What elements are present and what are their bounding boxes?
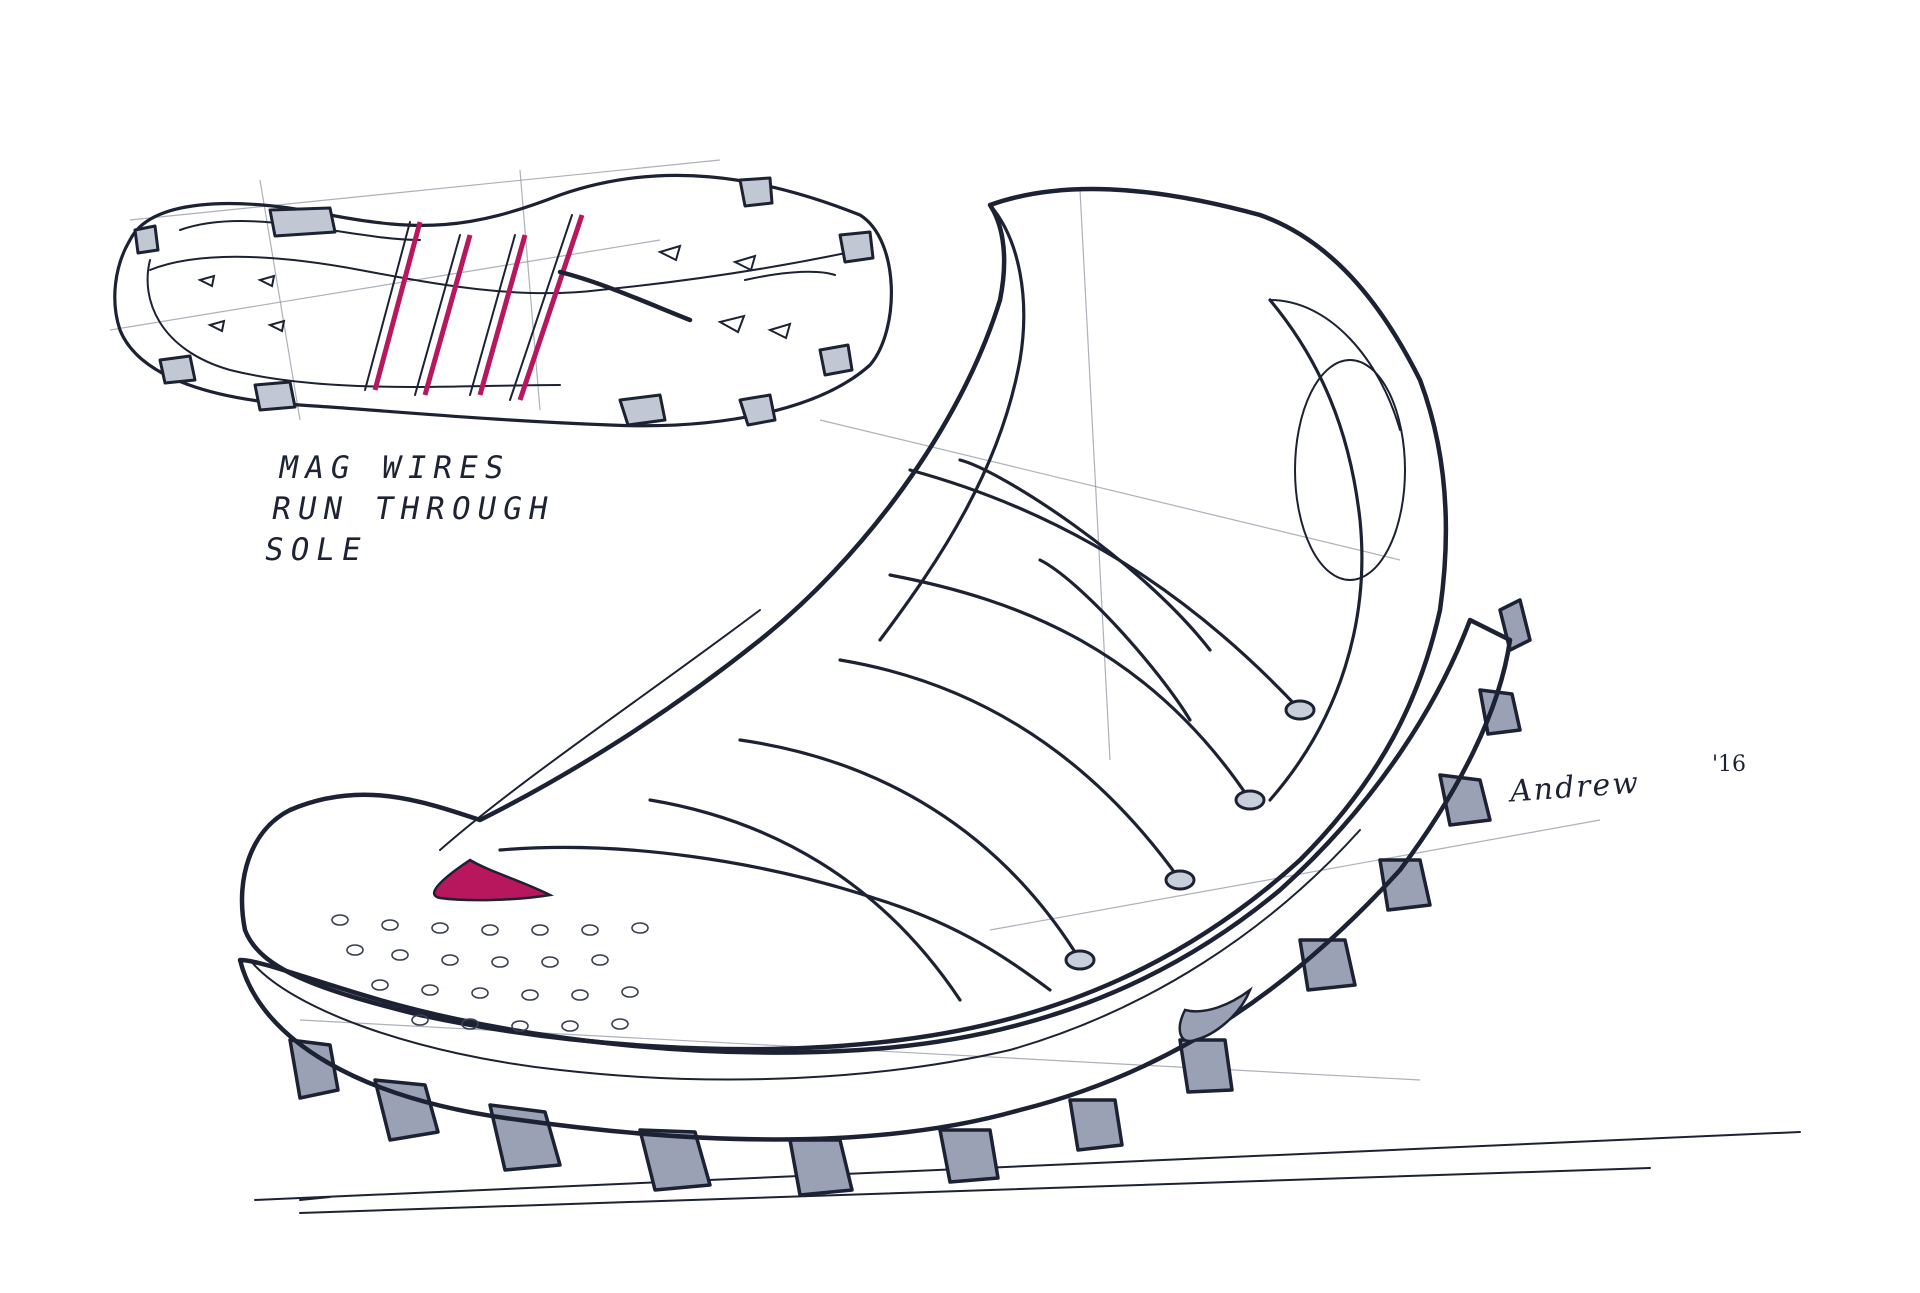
swoosh-accent-icon <box>433 858 554 902</box>
annotation-line: Run Through <box>268 491 558 527</box>
lace-wires <box>648 458 1302 1002</box>
annotation-note: Mag Wires Run Through Sole <box>261 448 703 571</box>
ground-lines <box>254 1131 1801 1214</box>
cleat-studs <box>288 598 1532 1197</box>
annotation-line: Sole <box>261 532 371 568</box>
outsole-bottom-view <box>113 173 893 428</box>
sole-studs <box>133 176 875 427</box>
shoe-main-view <box>237 186 1532 1197</box>
swoosh-logo-icon <box>1178 986 1253 1043</box>
signature-year: '16 <box>1712 752 1747 777</box>
construction-lines <box>109 159 1601 1081</box>
traction-marks <box>197 244 792 340</box>
annotation-line: Mag Wires <box>276 450 514 486</box>
wire-eyelets <box>1064 699 1316 971</box>
toe-perforations <box>331 914 649 1032</box>
